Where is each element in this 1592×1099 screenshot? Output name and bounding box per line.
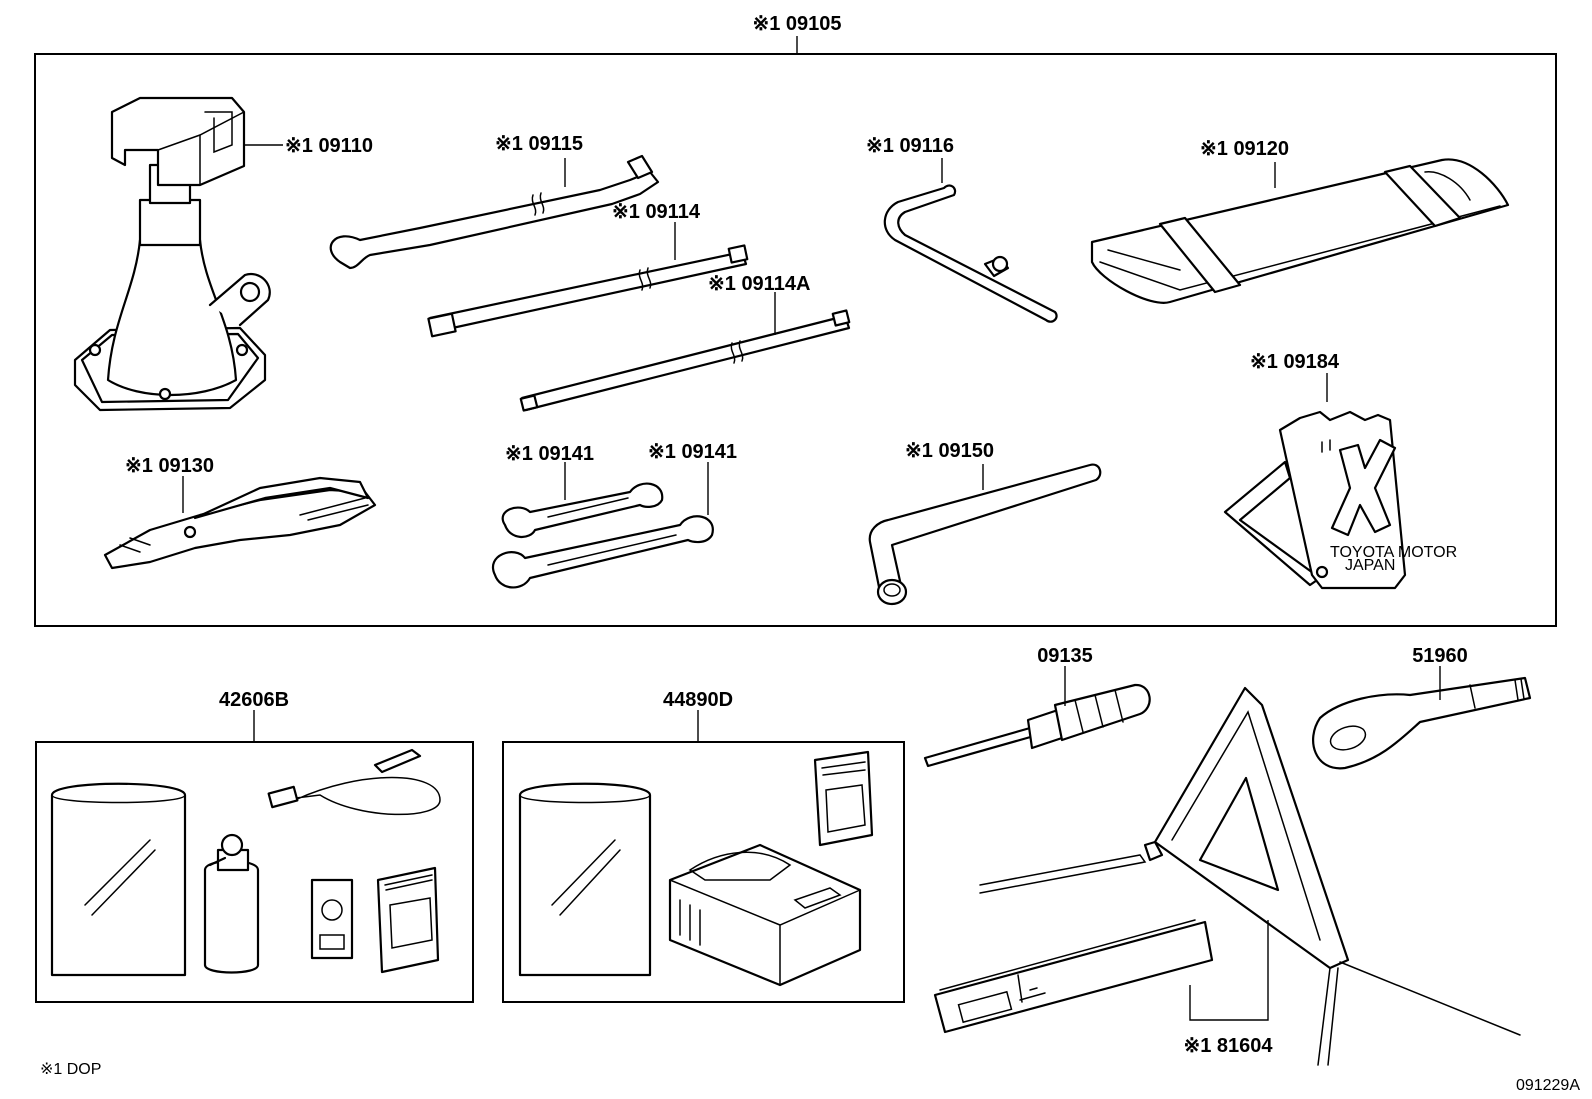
label-44890d: 44890D [663, 689, 733, 711]
tool-bag-part[interactable] [1090, 158, 1510, 304]
drawing-code: 091229A [1516, 1077, 1580, 1094]
label-09141-a: ※1 09141 [505, 443, 594, 465]
crank-handle-part[interactable] [883, 184, 1058, 323]
footnote: ※1 DOP [40, 1061, 101, 1078]
extension-bar-part[interactable] [427, 244, 749, 338]
plate-text-line1: TOYOTA MOTOR [1330, 544, 1457, 561]
tool-set-frame [34, 53, 1557, 627]
pliers-part[interactable] [103, 476, 377, 570]
extension-bar-a-part[interactable] [519, 309, 851, 412]
wheel-nut-wrench-part[interactable] [868, 463, 1102, 606]
wheel-chock-part[interactable]: TOYOTA MOTOR JAPAN [1223, 410, 1457, 590]
label-09105: ※1 09105 [752, 13, 841, 35]
label-81604: ※1 81604 [1183, 1035, 1273, 1057]
jack-handle-part[interactable] [329, 154, 660, 270]
jack-part[interactable] [73, 96, 271, 412]
label-09116: ※1 09116 [866, 135, 954, 157]
label-09184: ※1 09184 [1250, 351, 1340, 373]
label-09120: ※1 09120 [1200, 138, 1289, 160]
compressor-kit-frame [502, 741, 905, 1003]
warning-triangle-part[interactable] [933, 686, 1521, 1066]
label-09114a: ※1 09114A [708, 273, 810, 295]
towing-eye-part[interactable] [1312, 676, 1532, 770]
repair-kit-contents[interactable] [50, 748, 441, 977]
label-51960: 51960 [1412, 645, 1468, 667]
label-09115: ※1 09115 [495, 133, 583, 155]
label-09110: ※1 09110 [285, 135, 373, 157]
wrench-large-part[interactable] [491, 515, 714, 589]
label-09130: ※1 09130 [125, 455, 214, 477]
compressor-kit-contents[interactable] [518, 750, 874, 987]
wrench-small-part[interactable] [501, 482, 664, 538]
label-09114: ※1 09114 [612, 201, 701, 223]
label-09135: 09135 [1037, 645, 1093, 667]
plate-text-line2: JAPAN [1345, 557, 1395, 574]
screwdriver-part[interactable] [923, 683, 1151, 768]
label-09150: ※1 09150 [905, 440, 994, 462]
label-42606b: 42606B [219, 689, 289, 711]
label-09141-b: ※1 09141 [648, 441, 737, 463]
